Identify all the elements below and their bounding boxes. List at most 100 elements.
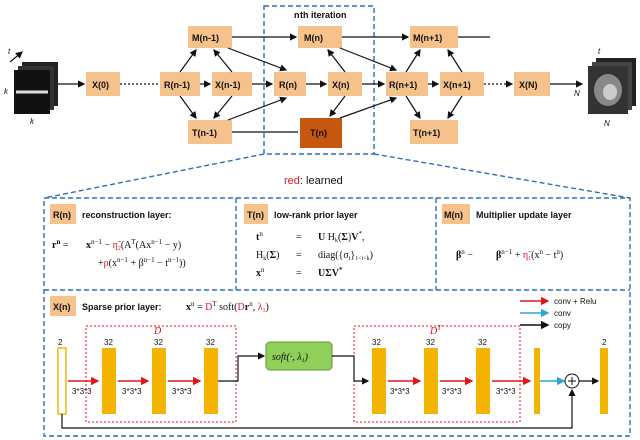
- svg-text:UΣV*: UΣV*: [318, 266, 343, 279]
- input-axis-kx: k: [30, 117, 35, 126]
- svg-text:3*3*3: 3*3*3: [122, 387, 142, 396]
- node-x-N: X(N): [514, 72, 550, 96]
- svg-text:U Hk(Σ)V*,: U Hk(Σ)V*,: [318, 230, 364, 244]
- panel-reconstruction: R(n) reconstruction layer: rn = xn−1 − η…: [50, 204, 186, 269]
- input-bar: [57, 347, 67, 415]
- node-t-prev: T(n-1): [188, 120, 232, 144]
- svg-text:T(n-1): T(n-1): [192, 128, 217, 138]
- D-box: [85, 325, 237, 423]
- node-x0: X(0): [86, 72, 120, 96]
- svg-text:M(n): M(n): [304, 33, 323, 43]
- svg-text:=: =: [296, 250, 302, 261]
- svg-text:copy: copy: [554, 321, 571, 330]
- D-label: D: [153, 326, 162, 337]
- svg-text:T(n): T(n): [247, 210, 264, 220]
- svg-text:32: 32: [426, 338, 435, 347]
- svg-text:xn−1 − η̃2(AT(Axn−1 − y): xn−1 − η̃2(AT(Axn−1 − y): [86, 238, 181, 252]
- skip-connection: [61, 388, 576, 429]
- svg-text:X(n+1): X(n+1): [443, 80, 471, 90]
- DT-label: DT: [429, 324, 442, 337]
- input-axis-t: t: [8, 47, 11, 56]
- svg-text:M(n): M(n): [444, 210, 463, 220]
- funnel-left: [43, 153, 265, 199]
- svg-text:X(n): X(n): [53, 302, 71, 312]
- svg-text:conv: conv: [554, 309, 571, 318]
- output-bar: [600, 348, 608, 414]
- node-r-next: R(n+1): [386, 72, 428, 96]
- svg-text:32: 32: [206, 338, 215, 347]
- svg-text:tn: tn: [256, 230, 263, 243]
- svg-text:Multiplier update layer: Multiplier update layer: [476, 210, 572, 220]
- svg-text:=: =: [296, 232, 302, 243]
- node-x-prev: X(n-1): [212, 72, 252, 96]
- detail-box: [43, 197, 631, 437]
- svg-text:Hk(Σ): Hk(Σ): [256, 250, 279, 262]
- panel-lowrank: T(n) low-rank prior layer tn = U Hk(Σ)V*…: [244, 204, 373, 279]
- svg-text:xn = DT soft(Drn, λ1): xn = DT soft(Drn, λ1): [186, 300, 269, 314]
- node-t-n: T(n): [300, 118, 342, 148]
- node-x-n: X(n): [328, 72, 362, 96]
- node-r-n: R(n): [274, 72, 306, 96]
- svg-text:low-rank prior layer: low-rank prior layer: [274, 210, 358, 220]
- layer-legend: conv + Relu conv copy: [520, 296, 596, 330]
- output-axis-t: t: [598, 47, 601, 56]
- svg-text:32: 32: [372, 338, 381, 347]
- learned-legend: red: learned: [284, 175, 343, 187]
- iteration-box: [263, 5, 375, 155]
- output-axis-nx: N: [604, 119, 610, 128]
- output-axis-ny: N: [574, 89, 580, 98]
- node-t-next: T(n+1): [410, 120, 458, 144]
- svg-text:X(N): X(N): [519, 80, 538, 90]
- iteration-title-rest: th iteration: [300, 10, 347, 20]
- node-r-prev: R(n-1): [160, 72, 200, 96]
- svg-text:R(n): R(n): [279, 80, 297, 90]
- svg-text:reconstruction layer:: reconstruction layer:: [82, 210, 172, 220]
- output-image: [588, 58, 636, 114]
- svg-text:32: 32: [154, 338, 163, 347]
- svg-text:X(n): X(n): [332, 80, 350, 90]
- svg-text:2: 2: [58, 338, 63, 347]
- svg-text:rn =: rn =: [52, 238, 69, 251]
- svg-text:32: 32: [478, 338, 487, 347]
- input-kspace-stack: [9, 51, 58, 114]
- svg-text:X(n-1): X(n-1): [215, 80, 241, 90]
- panel-sparse: X(n) Sparse prior layer: xn = DT soft(Dr…: [50, 296, 269, 316]
- svg-text:conv + Relu: conv + Relu: [554, 297, 596, 306]
- svg-text:R(n): R(n): [53, 210, 71, 220]
- conv-bars: [102, 348, 540, 414]
- panel-multiplier: M(n) Multiplier update layer βn − βn−1 +…: [442, 204, 572, 262]
- svg-text:βn −: βn −: [456, 248, 473, 261]
- to-soft-arrow: [218, 352, 266, 382]
- soft-label: soft(·, λ1): [272, 352, 309, 364]
- svg-text:M(n+1): M(n+1): [413, 33, 442, 43]
- iteration-title: n: [294, 10, 300, 20]
- svg-text:diag({σi}1<i<k): diag({σi}1<i<k): [318, 250, 373, 262]
- input-axis-ky: k: [4, 87, 9, 96]
- svg-text:32: 32: [104, 338, 113, 347]
- node-x-next: X(n+1): [440, 72, 484, 96]
- svg-text:X(0): X(0): [92, 80, 109, 90]
- svg-text:=: =: [296, 268, 302, 279]
- node-m-prev: M(n-1): [188, 26, 232, 48]
- kernel-labels: 3*3*3 3*3*3 3*3*3 3*3*3 3*3*3 3*3*3: [72, 387, 516, 396]
- svg-text:3*3*3: 3*3*3: [390, 387, 410, 396]
- svg-text:R(n-1): R(n-1): [164, 80, 190, 90]
- pipeline-arrows: [58, 33, 584, 133]
- from-soft-arrow: [332, 355, 370, 385]
- svg-text:M(n-1): M(n-1): [192, 33, 219, 43]
- svg-text:3*3*3: 3*3*3: [72, 387, 92, 396]
- svg-text:T(n+1): T(n+1): [413, 128, 440, 138]
- svg-text:T(n): T(n): [310, 128, 327, 138]
- funnel-right: [373, 153, 631, 199]
- svg-text:3*3*3: 3*3*3: [442, 387, 462, 396]
- svg-text:R(n+1): R(n+1): [389, 80, 417, 90]
- svg-text:+ρ(xn−1 + βn−1 − tn−1)): +ρ(xn−1 + βn−1 − tn−1)): [98, 256, 186, 269]
- node-m-next: M(n+1): [410, 26, 458, 48]
- svg-text:2: 2: [602, 338, 607, 347]
- svg-text:xn: xn: [256, 266, 265, 279]
- svg-text:3*3*3: 3*3*3: [496, 387, 516, 396]
- channel-labels: 2 32 32 32 32 32 32 2: [58, 338, 607, 347]
- svg-text:3*3*3: 3*3*3: [172, 387, 192, 396]
- node-m-n: M(n): [298, 26, 342, 48]
